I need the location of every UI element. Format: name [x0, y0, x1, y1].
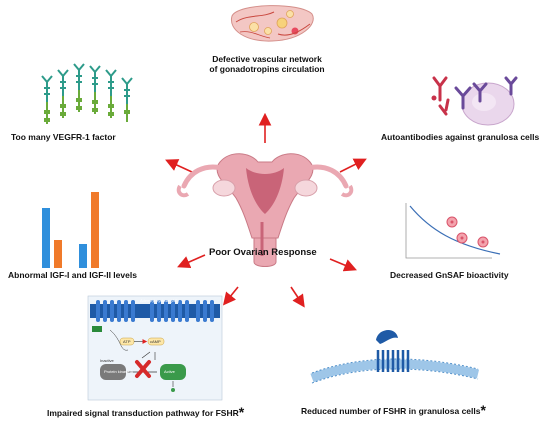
receptor-4	[89, 65, 101, 114]
igf-bar-chart	[42, 192, 99, 268]
antibodies-illustration	[431, 76, 518, 126]
label-signal-asterisk: *	[238, 404, 245, 420]
vegfr-receptors	[41, 63, 133, 124]
receptor-3	[73, 63, 85, 112]
label-fshr-number-asterisk: *	[480, 402, 486, 418]
label-center: Poor Ovarian Response	[209, 247, 317, 258]
arrow-left	[177, 254, 206, 268]
arrow-upper-left	[165, 159, 193, 173]
arrow-upper-right	[339, 158, 367, 173]
label-vegfr: Too many VEGFR-1 factor	[11, 132, 116, 142]
arrow-lower-right	[290, 286, 305, 308]
panel-active-label: Active	[164, 369, 175, 374]
panel-enzyme-label: Adenylyl cyclase (AC)	[140, 298, 179, 303]
bar-blue-2	[79, 244, 87, 268]
panel-inactive-label: Inactive	[100, 358, 114, 363]
receptor-5	[105, 69, 117, 118]
panel-camp-label: cAMP	[150, 339, 161, 344]
uterus-illustration	[176, 153, 354, 267]
receptor-1	[41, 75, 53, 124]
label-vascular: Defective vascular network of gonadotrop…	[197, 54, 337, 74]
bar-blue-1	[42, 208, 50, 268]
block-x-icon	[135, 360, 151, 378]
label-signal-text: Impaired signal transduction pathway for…	[47, 408, 239, 418]
bar-orange-1	[54, 240, 62, 268]
ovary-illustration	[231, 5, 314, 42]
label-vascular-line1: Defective vascular network	[212, 54, 322, 64]
arrow-lower-left	[222, 286, 239, 306]
label-vascular-line2: of gonadotropins circulation	[209, 64, 325, 74]
label-signal: Impaired signal transduction pathway for…	[47, 404, 245, 420]
gnsaf-plot	[405, 203, 501, 259]
red-arrows	[165, 112, 367, 308]
label-gnsaf: Decreased GnSAF bioactivity	[390, 270, 509, 280]
receptor-6	[121, 77, 133, 122]
panel-atp-label: ATP	[123, 339, 131, 344]
label-autoantibodies: Autoantibodies against granulosa cells	[381, 132, 540, 142]
signal-panel	[87, 295, 223, 401]
label-fshr-number: Reduced number of FSHR in granulosa cell…	[301, 402, 486, 418]
label-fshr-number-text: Reduced number of FSHR in granulosa cell…	[301, 406, 481, 416]
fshr-membrane	[310, 329, 480, 384]
label-igf: Abnormal IGF-I and IGF-II levels	[8, 270, 137, 280]
bar-orange-2	[91, 192, 99, 268]
receptor-2	[57, 69, 69, 118]
panel-pka-label: Protein kinase A	[104, 369, 133, 374]
arrow-right	[329, 258, 357, 272]
